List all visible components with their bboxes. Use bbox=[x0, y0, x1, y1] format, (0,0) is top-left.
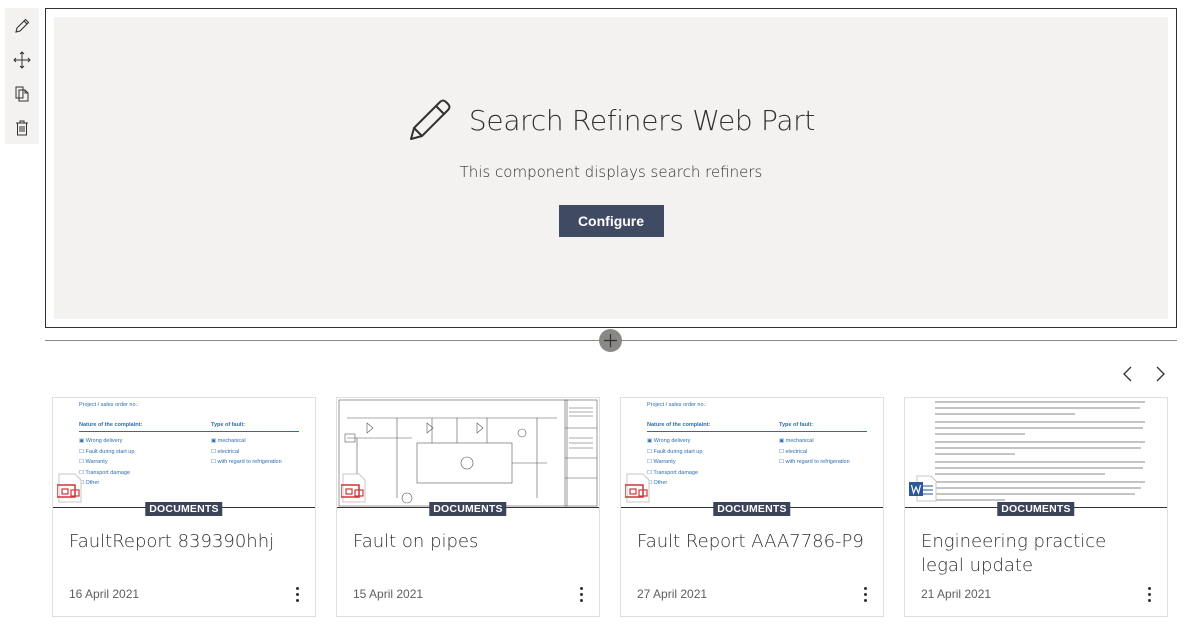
chevron-right-icon bbox=[1156, 366, 1165, 382]
card-badge: DOCUMENTS bbox=[997, 502, 1075, 516]
webpart-description: This component displays search refiners bbox=[459, 163, 763, 181]
pipe-diagram-preview bbox=[338, 399, 598, 507]
carousel-prev-button[interactable] bbox=[1118, 364, 1138, 384]
delete-icon bbox=[16, 120, 28, 136]
add-webpart-button[interactable] bbox=[599, 329, 622, 352]
webpart-title: Search Refiners Web Part bbox=[468, 103, 816, 137]
configure-button[interactable]: Configure bbox=[558, 205, 664, 237]
card-title[interactable]: FaultReport 839390hhj bbox=[69, 531, 275, 552]
card-date: 15 April 2021 bbox=[353, 587, 424, 601]
form-option: ☐ Transport damage bbox=[79, 469, 131, 476]
webpart-placeholder: Search Refiners Web Part This component … bbox=[54, 17, 1168, 319]
form-option: ☐ with regard to refrigeration bbox=[779, 459, 850, 465]
delete-button[interactable] bbox=[9, 116, 35, 140]
card-thumbnail: Project / sales order no.: Nature of the… bbox=[53, 398, 315, 508]
form-option: ☐ Transport damage bbox=[647, 469, 699, 476]
card-title[interactable]: Fault on pipes bbox=[353, 531, 479, 552]
card-badge: DOCUMENTS bbox=[145, 502, 223, 516]
document-card[interactable]: DOCUMENTS Engineering practice legal upd… bbox=[904, 397, 1168, 617]
form-header: Project / sales order no.: bbox=[79, 402, 139, 408]
webpart-title-row: Search Refiners Web Part bbox=[407, 97, 815, 143]
card-title[interactable]: Fault Report AAA7786-P9 bbox=[637, 531, 864, 552]
form-option: ☐ Fault during start up bbox=[79, 448, 135, 455]
form-option: ▣ mechanical bbox=[211, 438, 246, 444]
document-card[interactable]: DOCUMENTS Fault on pipes 15 April 2021 bbox=[336, 397, 600, 617]
form-option: ☐ electrical bbox=[211, 448, 240, 455]
card-thumbnail: Project / sales order no.: Nature of the… bbox=[621, 398, 883, 508]
card-badge: DOCUMENTS bbox=[429, 502, 507, 516]
card-thumbnail bbox=[337, 398, 599, 508]
form-preview: Project / sales order no.: Nature of the… bbox=[79, 402, 299, 489]
form-option: ☐ Warranty bbox=[79, 459, 108, 465]
edit-icon bbox=[15, 18, 30, 33]
form-option: ☐ Other bbox=[79, 480, 100, 486]
card-thumbnail bbox=[905, 398, 1167, 508]
form-option: ▣ Wrong delivery bbox=[79, 438, 123, 444]
form-option: ☐ Other bbox=[647, 480, 668, 486]
move-button[interactable] bbox=[9, 48, 35, 72]
more-options-button[interactable] bbox=[291, 584, 303, 604]
carousel-next-button[interactable] bbox=[1150, 364, 1170, 384]
duplicate-button[interactable] bbox=[9, 82, 35, 106]
more-options-button[interactable] bbox=[859, 584, 871, 604]
card-badge: DOCUMENTS bbox=[713, 502, 791, 516]
card-title[interactable]: Engineering practice legal update bbox=[921, 531, 1107, 576]
form-col2-title: Type of fault: bbox=[779, 422, 814, 428]
more-options-button[interactable] bbox=[1143, 584, 1155, 604]
pdf-file-icon bbox=[625, 473, 650, 503]
pdf-file-icon bbox=[57, 473, 82, 503]
form-option: ▣ mechanical bbox=[779, 438, 814, 444]
document-card[interactable]: Project / sales order no.: Nature of the… bbox=[52, 397, 316, 617]
card-date: 16 April 2021 bbox=[69, 587, 140, 601]
more-options-button[interactable] bbox=[575, 584, 587, 604]
move-icon bbox=[13, 51, 31, 69]
form-preview: Project / sales order no.: Nature of the… bbox=[647, 402, 867, 489]
form-option: ☐ electrical bbox=[779, 448, 808, 455]
search-refiners-webpart: Search Refiners Web Part This component … bbox=[45, 8, 1177, 328]
webpart-edit-toolbar bbox=[5, 8, 39, 144]
word-document-preview bbox=[935, 401, 1145, 501]
form-option: ☐ Fault during start up bbox=[647, 448, 703, 455]
card-date: 21 April 2021 bbox=[921, 587, 992, 601]
pdf-file-icon bbox=[341, 473, 366, 503]
form-header: Project / sales order no.: bbox=[647, 402, 707, 408]
form-option: ▣ Wrong delivery bbox=[647, 438, 691, 444]
word-file-icon bbox=[909, 475, 937, 502]
form-col1-title: Nature of the complaint: bbox=[647, 422, 711, 428]
edit-button[interactable] bbox=[9, 14, 35, 38]
pencil-icon bbox=[409, 99, 451, 140]
document-card[interactable]: Project / sales order no.: Nature of the… bbox=[620, 397, 884, 617]
copy-icon bbox=[15, 86, 29, 102]
form-col1-title: Nature of the complaint: bbox=[79, 422, 143, 428]
form-col2-title: Type of fault: bbox=[211, 422, 246, 428]
chevron-left-icon bbox=[1123, 366, 1132, 382]
plus-icon bbox=[604, 334, 617, 347]
form-option: ☐ Warranty bbox=[647, 459, 676, 465]
card-date: 27 April 2021 bbox=[637, 587, 708, 601]
form-option: ☐ with regard to refrigeration bbox=[211, 459, 282, 465]
